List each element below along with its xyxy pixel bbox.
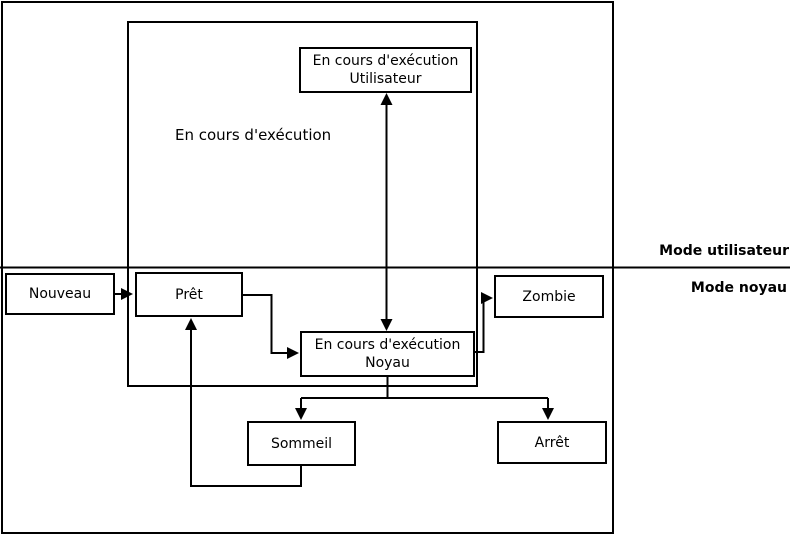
node-sommeil-label: Sommeil (270, 435, 333, 452)
node-exec-noyau: En cours d'exécution Noyau (300, 331, 475, 377)
node-arret-label: Arrêt (534, 434, 570, 451)
node-exec-noyau-line2: Noyau (365, 355, 410, 371)
node-sommeil: Sommeil (247, 421, 356, 466)
mode-noyau-label: Mode noyau (690, 280, 787, 296)
edge-exec-noyau-zombie (475, 292, 493, 353)
node-pret: Prêt (135, 272, 243, 317)
node-zombie-label: Zombie (522, 288, 576, 305)
node-nouveau: Nouveau (5, 273, 115, 315)
edge-pret-exec-noyau (243, 294, 299, 359)
node-zombie: Zombie (494, 275, 604, 318)
execution-region-box (127, 21, 478, 387)
execution-region-label: En cours d'exécution (175, 126, 332, 144)
node-exec-noyau-line1: En cours d'exécution (314, 337, 461, 353)
edge-sommeil-pret (185, 318, 302, 487)
node-exec-utilisateur: En cours d'exécution Utilisateur (299, 47, 472, 93)
node-pret-label: Prêt (175, 286, 203, 303)
node-arret: Arrêt (497, 421, 607, 464)
node-nouveau-label: Nouveau (28, 286, 92, 302)
mode-utilisateur-label: Mode utilisateur (659, 243, 789, 259)
node-exec-utilisateur-line2: Utilisateur (349, 71, 422, 87)
node-exec-utilisateur-line1: En cours d'exécution (312, 53, 459, 69)
